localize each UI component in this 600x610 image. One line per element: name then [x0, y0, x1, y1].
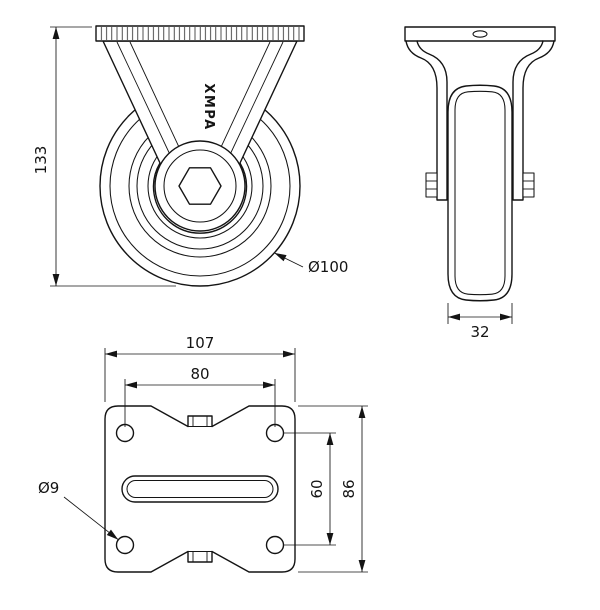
dim-hole-diameter: Ø9: [38, 479, 119, 541]
brand-mark-label: XMPA: [201, 83, 216, 130]
dim-text-bolt-spacing-x: 80: [190, 365, 209, 383]
plate-hatch: [97, 27, 303, 40]
center-tab-bottom: [188, 551, 212, 562]
dim-text-wheel-width: 32: [470, 323, 489, 341]
axle-hex-nut: [178, 167, 222, 205]
dim-bolt-spacing-x: 80: [124, 365, 276, 427]
dim-text-hole-diameter: Ø9: [38, 479, 59, 497]
fork-front: [102, 40, 298, 234]
wheel-side: [447, 84, 513, 302]
hub-front: [154, 140, 246, 232]
dim-text-bolt-spacing-y: 60: [308, 479, 326, 498]
axle-bolt-side: [425, 172, 535, 198]
dim-height: 133: [32, 26, 176, 287]
side-view: 32: [404, 26, 556, 341]
dim-text-plate-width: 107: [186, 334, 215, 352]
dim-wheel-width: 32: [447, 303, 513, 341]
center-slot-inner: [126, 479, 274, 499]
mounting-plate-front: [95, 25, 305, 42]
center-tab-top: [188, 416, 212, 427]
bolt-hole-bottom-right: [265, 535, 285, 555]
bolt-hole-bottom-left: [115, 535, 135, 555]
dim-text-wheel-diameter: Ø100: [308, 258, 348, 276]
dim-bolt-spacing-y: 60: [284, 432, 336, 546]
dim-plate-width: 107: [104, 334, 296, 402]
dim-plate-depth: 86: [298, 405, 368, 573]
plate-hole-side: [472, 30, 488, 38]
fork-side: [404, 26, 556, 201]
bolt-hole-top-left: [115, 423, 135, 443]
front-view: XMPA 133 Ø100: [32, 25, 348, 287]
plan-view: 107 80 60 86 Ø9: [38, 334, 368, 573]
dim-text-height: 133: [32, 146, 50, 175]
dim-wheel-diameter: Ø100: [274, 252, 348, 276]
bolt-hole-top-right: [265, 423, 285, 443]
dim-text-plate-depth: 86: [340, 479, 358, 498]
